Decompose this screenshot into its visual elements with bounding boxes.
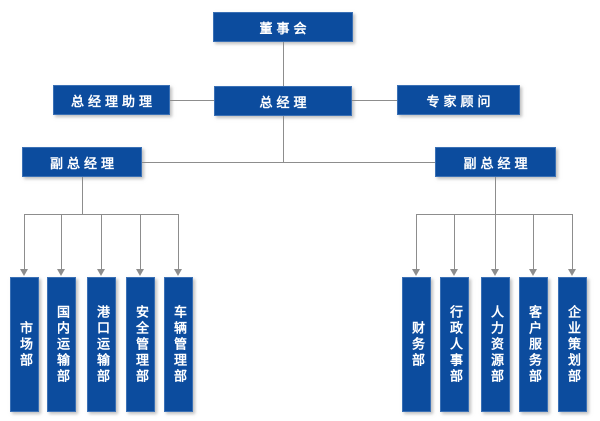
- node-deputy-gm-right-label: 副总经理: [463, 156, 532, 172]
- connector-right-drop-4: [533, 214, 534, 269]
- node-gm-label: 总经理: [259, 95, 311, 111]
- node-dept-port-transport: 港口运输部: [87, 277, 116, 412]
- node-deputy-gm-left: 副总经理: [22, 147, 142, 177]
- connector-right-bar: [416, 214, 573, 215]
- node-dept-label: 市场部: [17, 320, 32, 369]
- node-dept-vehicle-management: 车辆管理部: [164, 277, 193, 412]
- node-dept-label: 人力资源部: [488, 304, 503, 385]
- arrow-down-icon: [97, 269, 105, 276]
- arrow-down-icon: [20, 269, 28, 276]
- node-expert-advisor: 专家顾问: [397, 85, 520, 115]
- node-dept-finance: 财务部: [402, 277, 431, 412]
- node-dept-domestic-transport: 国内运输部: [47, 277, 76, 412]
- node-dept-human-resources: 人力资源部: [481, 277, 510, 412]
- node-dept-admin-hr: 行政人事部: [440, 277, 469, 412]
- node-dept-market: 市场部: [10, 277, 39, 412]
- node-dept-label: 财务部: [409, 320, 424, 369]
- node-dept-safety-management: 安全管理部: [126, 277, 155, 412]
- connector-left-drop-1: [24, 214, 25, 269]
- connector-deputy-left-down: [82, 177, 83, 214]
- node-deputy-gm-right: 副总经理: [435, 147, 556, 177]
- connector-left-drop-5: [178, 214, 179, 269]
- arrow-down-icon: [412, 269, 420, 276]
- connector-left-drop-2: [61, 214, 62, 269]
- arrow-down-icon: [174, 269, 182, 276]
- connector-right-drop-1: [416, 214, 417, 269]
- node-gm-assistant: 总经理助理: [53, 85, 170, 115]
- node-dept-label: 行政人事部: [447, 304, 462, 385]
- arrow-down-icon: [491, 269, 499, 276]
- arrow-down-icon: [450, 269, 458, 276]
- connector-gm-down: [283, 116, 284, 162]
- arrow-down-icon: [529, 269, 537, 276]
- connector-left-drop-3: [101, 214, 102, 269]
- node-board: 董事会: [213, 12, 353, 42]
- node-dept-customer-service: 客户服务部: [519, 277, 548, 412]
- connector-right-drop-3: [495, 214, 496, 269]
- connector-board-gm: [283, 42, 284, 87]
- connector-gm-expert: [352, 100, 397, 101]
- node-dept-label: 车辆管理部: [171, 304, 186, 385]
- connector-right-drop-5: [572, 214, 573, 269]
- node-dept-label: 企业策划部: [565, 304, 580, 385]
- connector-deputy-right-down: [495, 177, 496, 214]
- arrow-down-icon: [57, 269, 65, 276]
- node-gm: 总经理: [214, 86, 352, 116]
- node-deputy-gm-left-label: 副总经理: [49, 156, 118, 172]
- node-board-label: 董事会: [259, 21, 311, 37]
- node-dept-label: 港口运输部: [94, 304, 109, 385]
- connector-left-drop-4: [140, 214, 141, 269]
- connector-assistant-gm: [170, 100, 214, 101]
- node-dept-enterprise-planning: 企业策划部: [558, 277, 587, 412]
- connector-right-drop-2: [454, 214, 455, 269]
- connector-deputies-horizontal: [142, 162, 435, 163]
- arrow-down-icon: [136, 269, 144, 276]
- node-gm-assistant-label: 总经理助理: [70, 94, 156, 110]
- node-dept-label: 客户服务部: [526, 304, 541, 385]
- node-dept-label: 安全管理部: [133, 304, 148, 385]
- arrow-down-icon: [568, 269, 576, 276]
- node-expert-advisor-label: 专家顾问: [426, 94, 495, 110]
- node-dept-label: 国内运输部: [54, 304, 69, 385]
